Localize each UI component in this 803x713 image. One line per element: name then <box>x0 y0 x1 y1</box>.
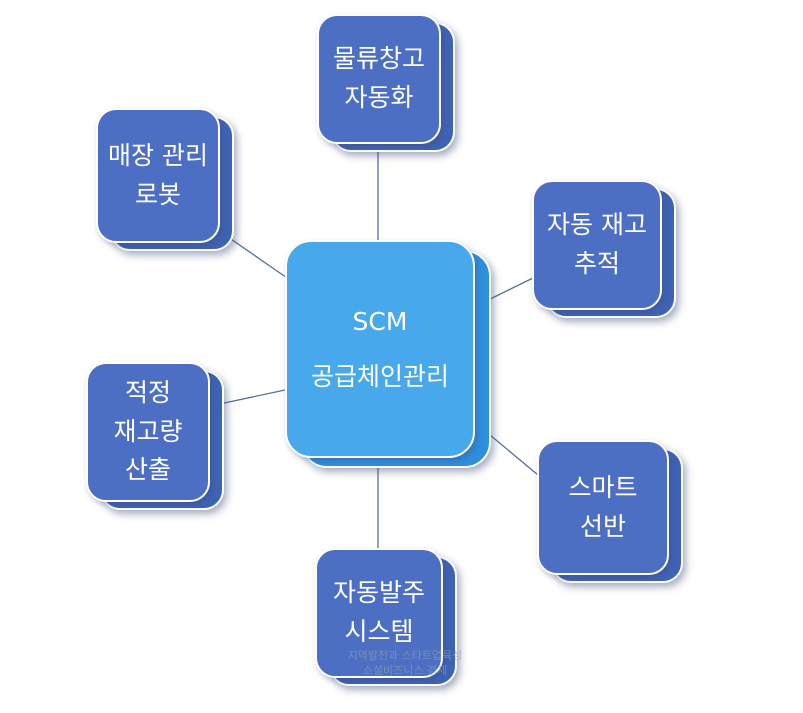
watermark-line1: 지역발전과 스타트업육성 <box>347 649 463 662</box>
connector-left-lower <box>214 389 286 406</box>
node-warehouse-automation: 물류창고 자동화 <box>317 14 455 152</box>
node-auto-ordering-line1: 자동발주 <box>332 578 425 608</box>
watermark: 지역발전과 스타트업육성 소셜비즈니스 경제 <box>330 648 480 679</box>
node-auto-ordering-line2: 시스템 <box>344 617 414 646</box>
node-smart-shelf-line1: 스마트 <box>568 472 638 502</box>
connector-top-left <box>227 236 291 281</box>
node-auto-inventory-tracking: 자동 재고 추적 <box>532 180 676 318</box>
node-warehouse-automation-line2: 자동화 <box>344 83 414 112</box>
center-subtitle: 공급체인관리 <box>310 362 449 391</box>
node-optimal-inventory: 적정 재고량 산출 <box>86 362 224 510</box>
node-auto-inventory-tracking-line2: 추적 <box>573 249 620 278</box>
node-smart-shelf: 스마트 선반 <box>537 440 683 583</box>
node-auto-ordering: 자동발주 시스템 <box>315 548 457 686</box>
node-optimal-inventory-line1: 적정 <box>124 377 171 407</box>
node-optimal-inventory-line3: 산출 <box>124 455 171 485</box>
node-smart-shelf-line2: 선반 <box>579 511 626 541</box>
node-store-robot-line2: 로봇 <box>134 179 181 209</box>
node-store-robot: 매장 관리 로봇 <box>96 108 234 251</box>
center-title: SCM <box>352 307 408 336</box>
node-scm-center: SCM 공급체인관리 <box>285 240 491 468</box>
node-optimal-inventory-line2: 재고량 <box>113 416 183 446</box>
node-auto-inventory-tracking-line1: 자동 재고 <box>547 210 647 240</box>
node-warehouse-automation-line1: 물류창고 <box>332 44 425 74</box>
watermark-line2: 소셜비즈니스 경제 <box>362 664 448 678</box>
node-store-robot-line1: 매장 관리 <box>108 140 208 170</box>
